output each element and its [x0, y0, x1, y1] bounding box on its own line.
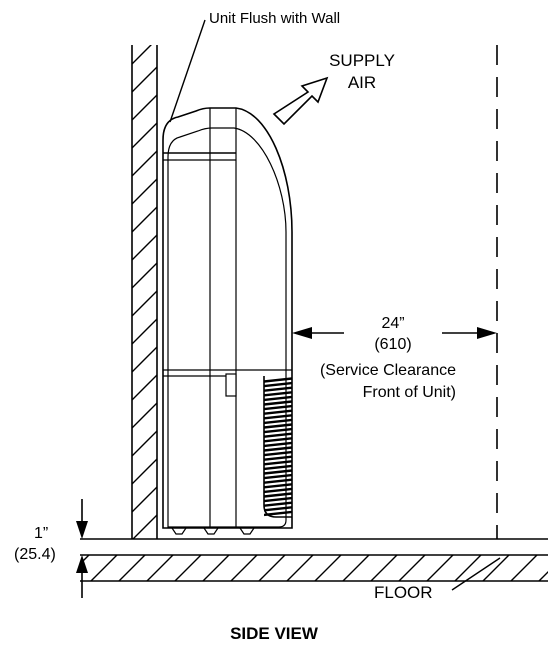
intake-vent-grille [264, 377, 292, 517]
dehumidifier-unit [162, 107, 293, 535]
clearance-inches: 24” [381, 315, 405, 332]
clearance-dimension [292, 327, 497, 339]
clearance-description: (Service Clearance Front of Unit) [306, 360, 456, 404]
gap-inches: 1” [34, 525, 49, 542]
side-view-title: SIDE VIEW [230, 624, 318, 643]
floor-label: FLOOR [374, 583, 433, 602]
floor-leader [451, 557, 501, 591]
floor [80, 538, 548, 582]
gap-dimension [76, 499, 88, 598]
supply-air-line-2: AIR [347, 73, 377, 92]
clearance-desc-line-1: (Service Clearance [319, 362, 456, 379]
gap-millimeters: (25.4) [14, 546, 56, 563]
unit-flush-label: Unit Flush with Wall [209, 10, 341, 27]
supply-air-line-1: SUPPLY [329, 51, 395, 70]
unit-flush-leader [169, 19, 206, 123]
wall [131, 45, 158, 539]
supply-air-label: SUPPLY AIR [312, 50, 412, 94]
supply-air-arrow [272, 76, 329, 126]
clearance-millimeters: (610) [374, 336, 412, 353]
clearance-desc-line-2: Front of Unit) [362, 384, 456, 401]
